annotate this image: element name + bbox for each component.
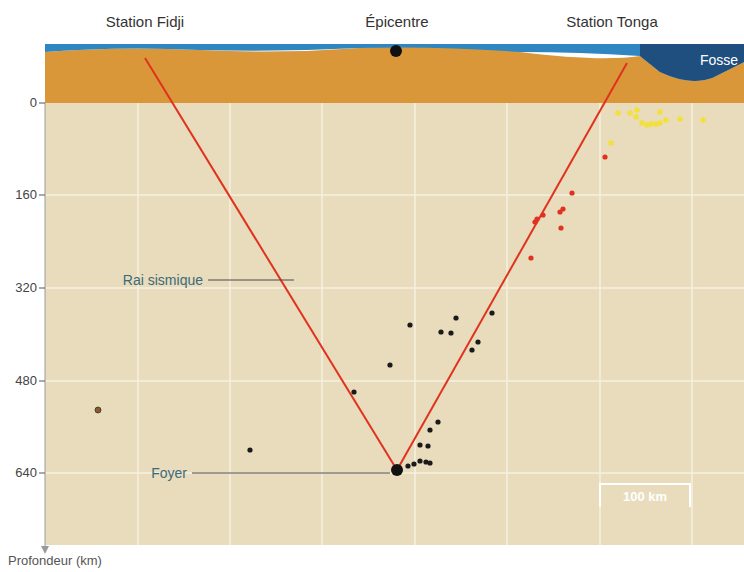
intermediate-hypocenter <box>558 225 563 230</box>
shallow-hypocenter <box>700 117 706 123</box>
deep-hypocenter <box>247 447 252 452</box>
deep-hypocenter <box>427 427 432 432</box>
seismic-ray <box>145 58 397 470</box>
intermediate-hypocenter <box>528 255 533 260</box>
grid-line <box>45 194 744 196</box>
deep-hypocenter <box>427 460 432 465</box>
deep-hypocenter <box>469 347 474 352</box>
ocean <box>45 44 744 81</box>
intermediate-hypocenter <box>534 216 539 221</box>
grid-line <box>599 103 601 545</box>
deep-hypocenter <box>448 330 453 335</box>
grid-line <box>321 103 323 545</box>
focus-label: Foyer <box>151 465 187 481</box>
grid-line <box>691 103 693 545</box>
shallow-hypocenter <box>677 116 683 122</box>
trench-label: Fosse <box>700 52 738 68</box>
shallow-hypocenter <box>657 120 663 126</box>
axis-title: Profondeur (km) <box>8 554 102 569</box>
deep-hypocenter <box>411 461 416 466</box>
shallow-hypocenter <box>615 110 621 116</box>
intermediate-hypocenter <box>540 212 545 217</box>
shallow-hypocenter <box>633 114 639 120</box>
grid-line <box>229 103 231 545</box>
intermediate-hypocenter <box>569 190 574 195</box>
grid <box>45 103 744 545</box>
shallow-hypocenter <box>627 110 633 116</box>
shallow-hypocenter <box>648 121 654 127</box>
seismic-ray <box>397 63 627 470</box>
intermediate-hypocenter <box>602 154 607 159</box>
trench-water <box>640 44 744 81</box>
deep-hypocenter <box>387 362 392 367</box>
ray-label: Rai sismique <box>123 272 203 288</box>
shallow-hypocenter <box>663 117 669 123</box>
deep-hypocenter <box>405 463 410 468</box>
station-label: Station Tonga <box>566 13 657 30</box>
isolated-hypocenter <box>95 407 101 413</box>
scale-label: 100 km <box>623 490 667 505</box>
deep-hypocenter <box>489 310 494 315</box>
depth-tick-label: 640 <box>15 466 37 481</box>
epicentre-dot <box>390 45 402 57</box>
shallow-hypocenter <box>657 109 663 115</box>
grid-line <box>414 103 416 545</box>
depth-tick-label: 320 <box>15 281 37 296</box>
shallow-hypocenter <box>608 140 614 146</box>
deep-hypocenter <box>438 329 443 334</box>
station-label: Station Fidji <box>106 13 184 30</box>
deep-hypocenter <box>417 442 422 447</box>
hypocenters <box>95 107 706 468</box>
deep-hypocenter <box>475 339 480 344</box>
leader-line <box>208 280 294 281</box>
intermediate-hypocenter <box>560 206 565 211</box>
depth-tick-label: 480 <box>15 374 37 389</box>
shallow-hypocenter <box>634 107 640 113</box>
depth-tick-label: 0 <box>30 96 37 111</box>
deep-hypocenter <box>351 389 356 394</box>
grid-line <box>506 103 508 545</box>
leader-line <box>192 473 390 474</box>
epicentre-label: Épicentre <box>365 13 428 30</box>
scale-bar <box>600 484 690 507</box>
depth-tick-label: 160 <box>15 188 37 203</box>
deep-hypocenter <box>425 443 430 448</box>
axis-ticks <box>39 103 45 473</box>
deep-hypocenter <box>435 419 440 424</box>
focus-dot <box>391 464 403 476</box>
mantle-ground <box>45 103 744 545</box>
depth-axis <box>45 103 46 550</box>
deep-hypocenter <box>453 315 458 320</box>
deep-hypocenter <box>417 458 422 463</box>
deep-hypocenter <box>407 322 412 327</box>
grid-line <box>137 103 139 545</box>
shallow-hypocenter <box>639 120 645 126</box>
grid-line <box>45 380 744 382</box>
